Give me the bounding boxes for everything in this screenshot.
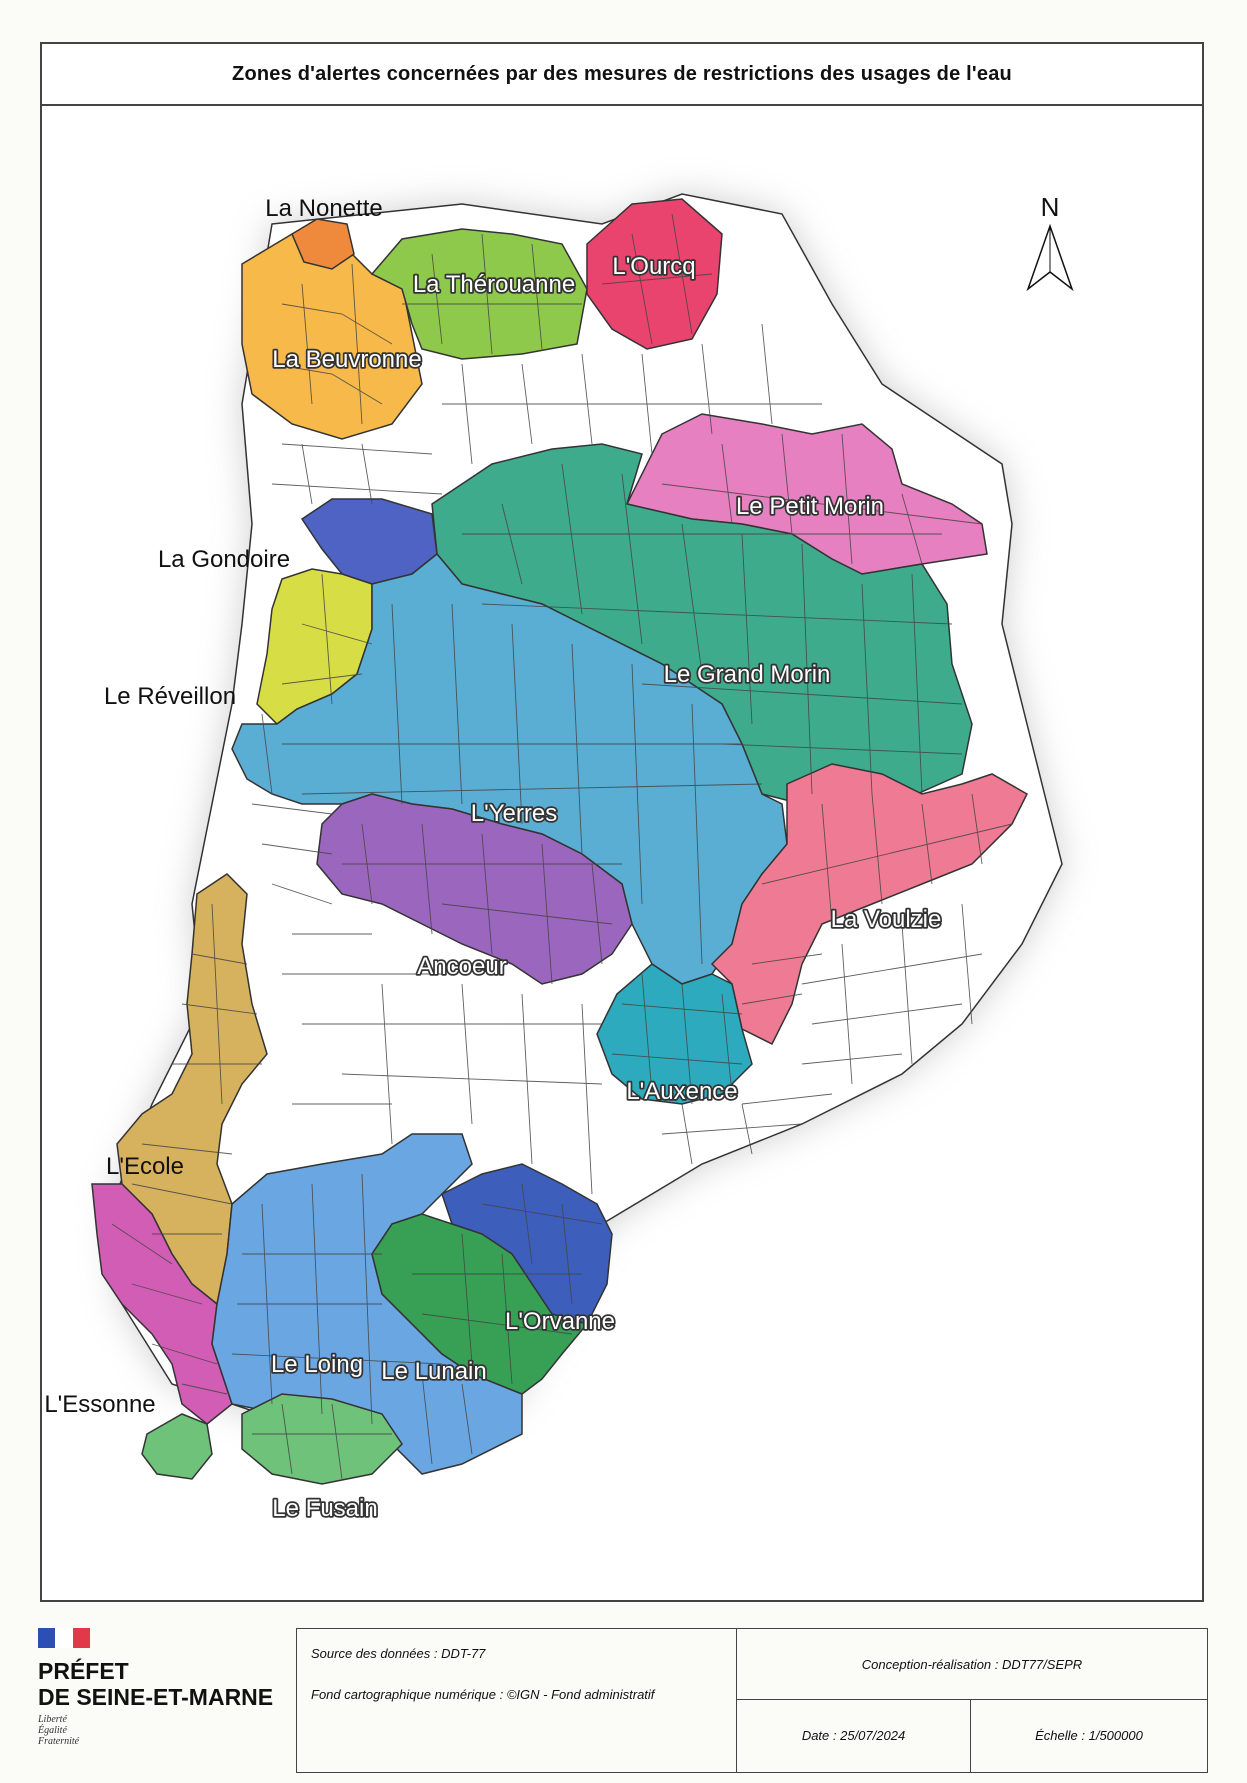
flag-red-stripe bbox=[72, 1628, 90, 1648]
title-bar: Zones d'alertes concernées par des mesur… bbox=[42, 44, 1202, 106]
label-voulzie: La Voulzie bbox=[831, 906, 942, 933]
label-gondoire: La Gondoire bbox=[158, 546, 290, 573]
scale-text: Échelle : 1/500000 bbox=[1035, 1728, 1143, 1743]
label-fusain: Le Fusain bbox=[272, 1495, 377, 1522]
label-petit-morin: Le Petit Morin bbox=[736, 493, 884, 520]
prefecture-logo: PRÉFET DE SEINE-ET-MARNE Liberté Égalité… bbox=[38, 1628, 278, 1778]
label-yerres: L'Yerres bbox=[471, 800, 557, 827]
zone-auxence[interactable] bbox=[596, 963, 753, 1105]
label-ancoeur: Ancoeur bbox=[417, 953, 506, 980]
flag-white-stripe bbox=[55, 1628, 73, 1648]
date-text: Date : 25/07/2024 bbox=[801, 1728, 906, 1743]
label-ecole: L'Ecole bbox=[106, 1153, 184, 1180]
flag-blue-stripe bbox=[38, 1628, 56, 1648]
base-map-source: Fond cartographique numérique : ©IGN - F… bbox=[311, 1687, 655, 1702]
label-auxence: L'Auxence bbox=[626, 1078, 737, 1105]
label-loing: Le Loing bbox=[271, 1351, 363, 1378]
label-grand-morin: Le Grand Morin bbox=[664, 661, 831, 688]
credits-conception: Conception-réalisation : DDT77/SEPR bbox=[737, 1629, 1207, 1700]
zone-ancoeur[interactable] bbox=[316, 793, 633, 985]
label-nonette: La Nonette bbox=[265, 195, 382, 222]
north-label: N bbox=[1041, 192, 1060, 222]
commune-boundaries bbox=[111, 213, 1013, 1480]
motto-egalite: Égalité bbox=[38, 1725, 67, 1736]
credits-date: Date : 25/07/2024 bbox=[737, 1699, 971, 1772]
label-reveillon: Le Réveillon bbox=[104, 683, 236, 710]
credits-sources: Source des données : DDT-77 Fond cartogr… bbox=[297, 1629, 737, 1772]
north-arrow: N bbox=[1026, 192, 1074, 292]
zone-nonette[interactable] bbox=[291, 218, 355, 270]
label-beuvronne: La Beuvronne bbox=[272, 346, 421, 373]
zone-fusain[interactable] bbox=[241, 1393, 403, 1485]
credits-box: Source des données : DDT-77 Fond cartogr… bbox=[296, 1628, 1208, 1773]
zone-voulzie[interactable] bbox=[710, 763, 1028, 1046]
label-lunain: Le Lunain bbox=[381, 1358, 486, 1385]
map-title: Zones d'alertes concernées par des mesur… bbox=[232, 62, 1012, 85]
logo-line-1: PRÉFET bbox=[38, 1658, 129, 1684]
label-therouanne: La Thérouanne bbox=[413, 271, 575, 298]
label-essonne: L'Essonne bbox=[44, 1391, 155, 1418]
flag-icon bbox=[38, 1628, 90, 1648]
logo-title: PRÉFET DE SEINE-ET-MARNE bbox=[38, 1658, 278, 1710]
credits-scale: Échelle : 1/500000 bbox=[971, 1699, 1207, 1772]
motto: Liberté Égalité Fraternité bbox=[38, 1714, 278, 1747]
map-frame: Zones d'alertes concernées par des mesur… bbox=[40, 42, 1204, 1602]
label-orvanne: L'Orvanne bbox=[505, 1308, 615, 1335]
map-svg: N La Nonette La Beuvronne La Thérouanne … bbox=[44, 192, 1074, 1524]
logo-line-2: DE SEINE-ET-MARNE bbox=[38, 1684, 274, 1710]
label-ourcq: L'Ourcq bbox=[612, 253, 695, 280]
data-source: Source des données : DDT-77 bbox=[311, 1646, 486, 1661]
conception-text: Conception-réalisation : DDT77/SEPR bbox=[861, 1656, 1083, 1672]
motto-fraternite: Fraternité bbox=[38, 1736, 80, 1747]
zone-lunain[interactable] bbox=[371, 1213, 589, 1395]
motto-liberte: Liberté bbox=[38, 1714, 67, 1725]
map-area: N La Nonette La Beuvronne La Thérouanne … bbox=[42, 104, 1202, 1600]
zone-fusain-west[interactable] bbox=[141, 1413, 213, 1480]
